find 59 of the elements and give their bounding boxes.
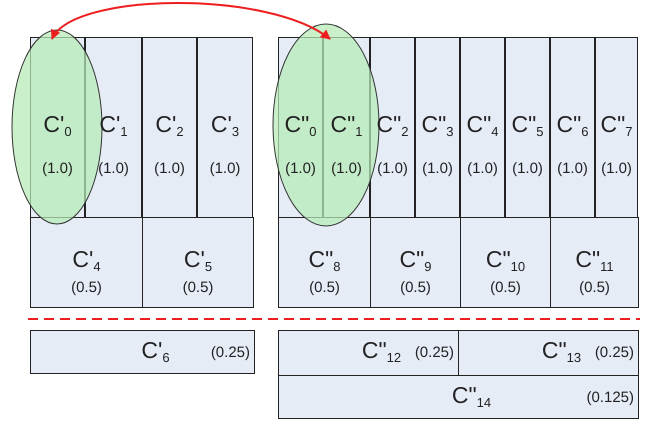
memory-cell (460, 37, 505, 218)
memory-cell (278, 217, 371, 308)
cell-weight: (0.125) (586, 389, 634, 406)
cell-label: C"$_{9}$ (398, 246, 432, 274)
memory-cell (370, 37, 415, 218)
cell-weight: (1.0) (153, 160, 186, 177)
memory-cell (30, 330, 255, 374)
cell-weight: (0.25) (594, 344, 634, 361)
cell-weight: (0.25) (414, 344, 454, 361)
cell-weight: (1.0) (41, 160, 74, 177)
cell-label: C"$_{3}$ (420, 111, 454, 139)
cell-weight: (0.5) (489, 279, 522, 296)
cell-weight: (0.5) (70, 279, 103, 296)
memory-cell (197, 37, 253, 218)
curved-arrow (51, 2, 331, 40)
cell-label: C'$_{3}$ (210, 111, 240, 139)
cell-weight: (0.5) (308, 279, 341, 296)
cell-weight: (1.0) (421, 160, 454, 177)
memory-cell (550, 217, 639, 308)
cell-weight: (1.0) (97, 160, 130, 177)
cell-label: C'$_{2}$ (154, 111, 185, 139)
cell-label: C"$_{5}$ (510, 111, 544, 139)
memory-cell (370, 217, 461, 308)
cell-weight: (1.0) (466, 160, 499, 177)
cell-weight: (1.0) (376, 160, 409, 177)
cell-label: C'$_{4}$ (71, 246, 102, 274)
cell-label: C"$_{1}$ (329, 111, 364, 139)
memory-cell (278, 375, 639, 419)
memory-cell (142, 37, 197, 218)
cell-label: C"$_{8}$ (307, 246, 342, 274)
memory-cell (142, 217, 254, 308)
cell-label: C"$_{0}$ (283, 111, 318, 139)
cell-label: C"$_{4}$ (465, 111, 500, 139)
memory-cell (415, 37, 460, 218)
cell-label: C"$_{11}$ (574, 246, 615, 274)
cell-weight: (1.0) (284, 160, 317, 177)
cell-weight: (1.0) (330, 160, 363, 177)
cell-label: C'$_{0}$ (42, 111, 73, 139)
memory-cell (550, 37, 595, 218)
memory-cell (458, 330, 639, 376)
cell-label: C"$_{7}$ (599, 111, 634, 139)
memory-cell (30, 217, 143, 308)
cell-weight: (0.5) (578, 279, 611, 296)
cell-label: C'$_{6}$ (140, 337, 171, 365)
cell-weight: (1.0) (511, 160, 544, 177)
cell-label: C"$_{6}$ (555, 111, 590, 139)
cell-weight: (1.0) (208, 160, 242, 177)
cell-weight: (0.5) (182, 279, 214, 296)
memory-cell (460, 217, 551, 308)
memory-cell (595, 37, 638, 218)
cell-weight: (1.0) (556, 160, 589, 177)
memory-cell (278, 330, 459, 376)
cell-label: C"$_{14}$ (450, 382, 492, 410)
cell-label: C"$_{10}$ (484, 246, 526, 274)
memory-cell (505, 37, 550, 218)
cell-weight: (1.0) (600, 160, 633, 177)
cell-weight: (0.25) (210, 344, 250, 361)
cell-label: C'$_{5}$ (182, 246, 214, 274)
cell-weight: (0.5) (399, 279, 432, 296)
